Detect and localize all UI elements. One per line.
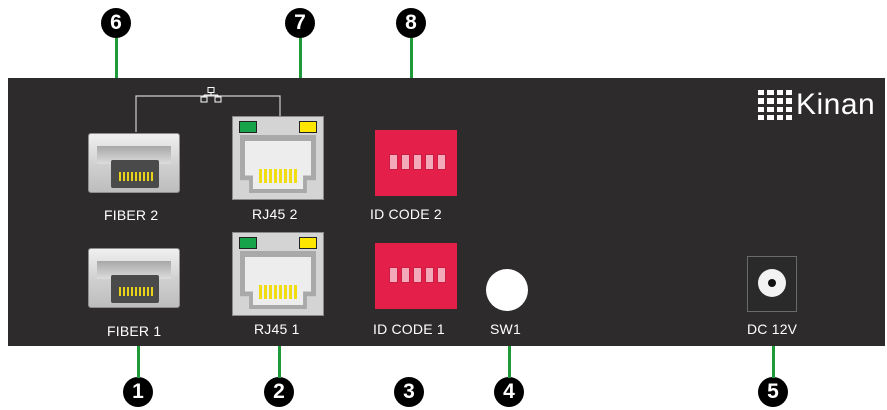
dip-switch-2[interactable] xyxy=(401,154,410,170)
fiber-2-label: FIBER 2 xyxy=(104,207,159,223)
callout-7: 7 xyxy=(285,8,315,38)
sw1-button[interactable] xyxy=(486,269,528,311)
rj45-1-activity-led xyxy=(299,237,317,249)
leader-4 xyxy=(508,342,511,378)
rj45-1-port[interactable] xyxy=(232,232,324,316)
device-front-panel: FIBER 2 FIBER 1 RJ45 2 RJ45 1 ID CODE 2 xyxy=(8,78,885,346)
id-code-2-label: ID CODE 2 xyxy=(370,206,442,222)
callout-8: 8 xyxy=(396,8,426,38)
dip-switch-4[interactable] xyxy=(425,154,434,170)
dc-power-jack[interactable] xyxy=(747,256,797,312)
dip-switch-3[interactable] xyxy=(413,154,422,170)
dip-switch-3[interactable] xyxy=(413,267,422,283)
leader-5 xyxy=(772,342,775,378)
dc-12v-label: DC 12V xyxy=(747,321,798,337)
dip-switch-4[interactable] xyxy=(425,267,434,283)
brand-logo-text: Kinan xyxy=(796,88,876,121)
callout-1: 1 xyxy=(123,377,153,407)
rj45-1-link-led xyxy=(239,237,257,249)
dip-switch-5[interactable] xyxy=(437,154,446,170)
dip-switch-1[interactable] xyxy=(389,154,398,170)
rj45-2-label: RJ45 2 xyxy=(252,206,298,222)
callout-6: 6 xyxy=(101,8,131,38)
dip-switch-1[interactable] xyxy=(389,267,398,283)
brand-logo-icon xyxy=(758,90,792,120)
rj45-2-activity-led xyxy=(299,121,317,133)
id-code-1-dip-switch[interactable] xyxy=(375,243,457,309)
dip-switch-2[interactable] xyxy=(401,267,410,283)
rj45-2-port[interactable] xyxy=(232,116,324,200)
fiber-2-port[interactable] xyxy=(88,133,180,193)
fiber-1-label: FIBER 1 xyxy=(107,323,162,339)
dip-switch-5[interactable] xyxy=(437,267,446,283)
callout-5: 5 xyxy=(758,377,788,407)
leader-1 xyxy=(137,342,140,378)
fiber-1-port[interactable] xyxy=(88,248,180,308)
id-code-1-label: ID CODE 1 xyxy=(373,321,445,337)
link-bracket xyxy=(135,95,281,132)
rj45-1-label: RJ45 1 xyxy=(254,321,300,337)
callout-2: 2 xyxy=(264,377,294,407)
sw1-label: SW1 xyxy=(490,321,521,337)
callout-4: 4 xyxy=(494,377,524,407)
network-icon xyxy=(200,87,222,103)
rj45-2-link-led xyxy=(239,121,257,133)
id-code-2-dip-switch[interactable] xyxy=(375,130,457,196)
callout-3: 3 xyxy=(394,377,424,407)
leader-2 xyxy=(278,342,281,378)
